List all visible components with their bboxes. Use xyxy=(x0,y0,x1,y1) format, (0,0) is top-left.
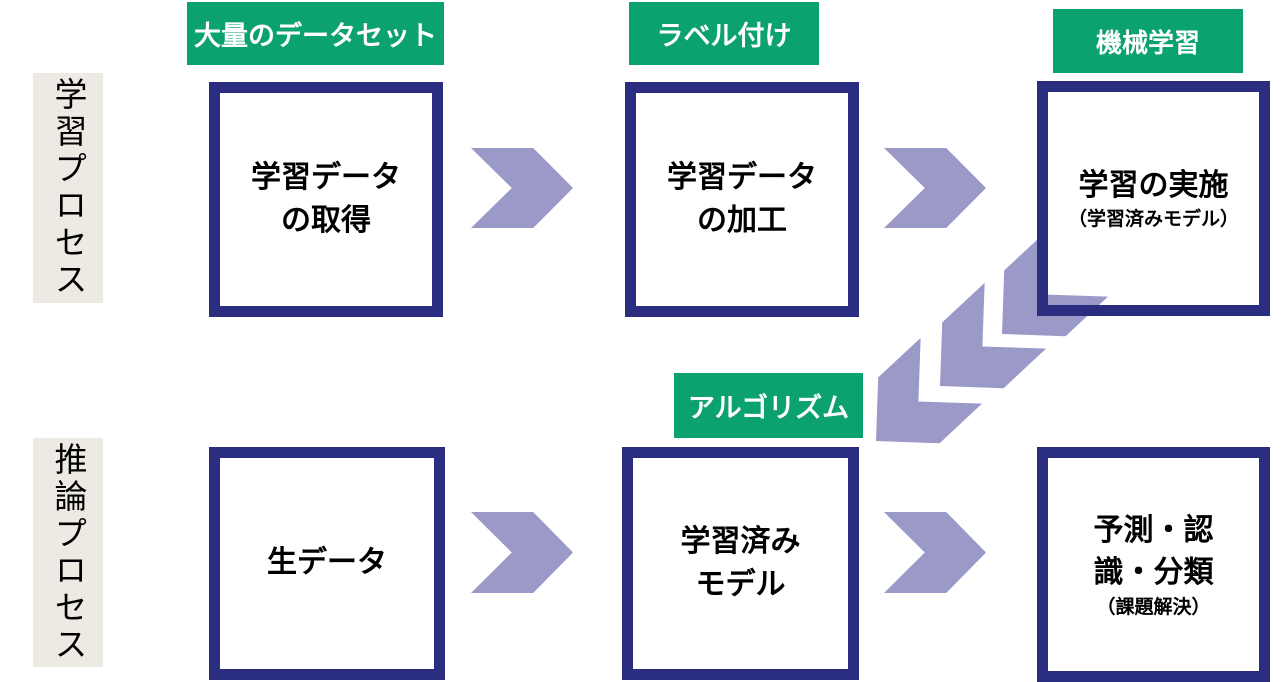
row-label-inference-process: 推論プロセス xyxy=(33,438,103,667)
arrow-right-icon xyxy=(471,512,573,593)
box-title-line: 学習済み xyxy=(680,523,801,559)
row-label-learning-process: 学習プロセス xyxy=(33,73,103,303)
box-raw-data: 生データ xyxy=(209,447,445,680)
box-title-line: 学習データ xyxy=(667,159,817,195)
box-run-training: 学習の実施 （学習済みモデル） xyxy=(1037,81,1270,316)
box-title-line: モデル xyxy=(695,566,786,602)
box-title-line: 学習データ xyxy=(251,159,401,195)
arrow-right-icon xyxy=(884,512,986,593)
tag-labeling: ラベル付け xyxy=(629,2,819,65)
box-prediction-recognition-classification: 予測・認 識・分類 （課題解決） xyxy=(1037,447,1270,682)
tag-large-dataset: 大量のデータセット xyxy=(187,2,444,65)
box-process-training-data: 学習データ の加工 xyxy=(625,82,859,317)
box-trained-model: 学習済み モデル xyxy=(622,447,859,680)
tag-machine-learning: 機械学習 xyxy=(1053,9,1243,73)
box-title-line: 識・分類 xyxy=(1093,555,1214,591)
box-subtitle: （学習済みモデル） xyxy=(1067,208,1239,231)
box-title-line: 学習の実施 xyxy=(1078,167,1229,203)
box-title-line: 生データ xyxy=(267,545,387,581)
box-title-line: の加工 xyxy=(697,202,787,238)
box-subtitle: （課題解決） xyxy=(1096,595,1211,618)
box-acquire-training-data: 学習データ の取得 xyxy=(209,82,443,317)
box-title-line: の取得 xyxy=(281,202,371,238)
tag-algorithm: アルゴリズム xyxy=(674,373,863,438)
arrow-right-icon xyxy=(471,148,573,228)
box-title-line: 予測・認 xyxy=(1093,512,1214,548)
